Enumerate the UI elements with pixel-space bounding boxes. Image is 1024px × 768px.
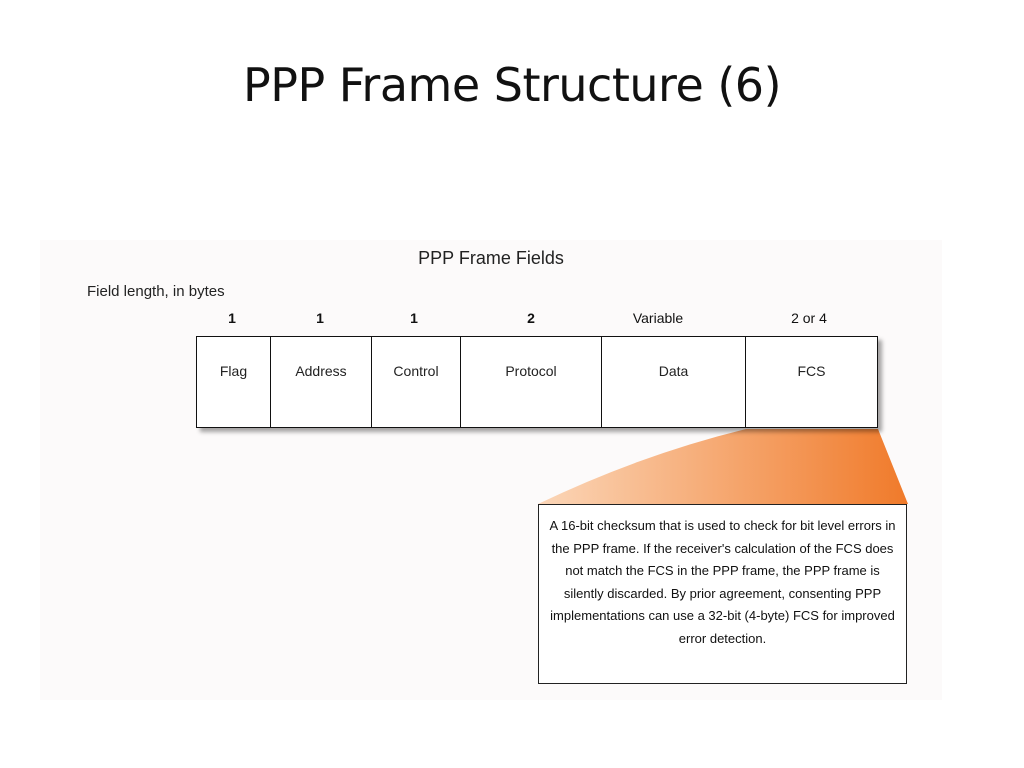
diagram-title: PPP Frame Fields (418, 248, 564, 268)
field-data: Data (602, 337, 746, 427)
ppp-frame-diagram: PPP Frame Fields Field length, in bytes … (40, 240, 942, 700)
fcs-description-callout: A 16-bit checksum that is used to check … (538, 504, 907, 684)
callout-connector (538, 429, 908, 504)
callout-fan (538, 429, 908, 504)
length-control: 1 (410, 310, 418, 326)
field-length-label: Field length, in bytes (87, 283, 225, 300)
length-address: 1 (316, 310, 324, 326)
frame-fields-row: Flag Address Control Protocol Data FCS (196, 336, 878, 428)
field-fcs: FCS (797, 363, 826, 379)
slide-title: PPP Frame Structure (6) (242, 58, 782, 112)
field-address: Address (271, 337, 372, 427)
field-protocol: Protocol (461, 337, 602, 427)
field-control: Control (372, 337, 461, 427)
field-flag: Flag (197, 337, 271, 427)
length-flag: 1 (228, 310, 236, 326)
length-data: Variable (632, 310, 684, 326)
length-protocol: 2 (527, 310, 535, 326)
length-fcs: 2 or 4 (791, 310, 827, 326)
